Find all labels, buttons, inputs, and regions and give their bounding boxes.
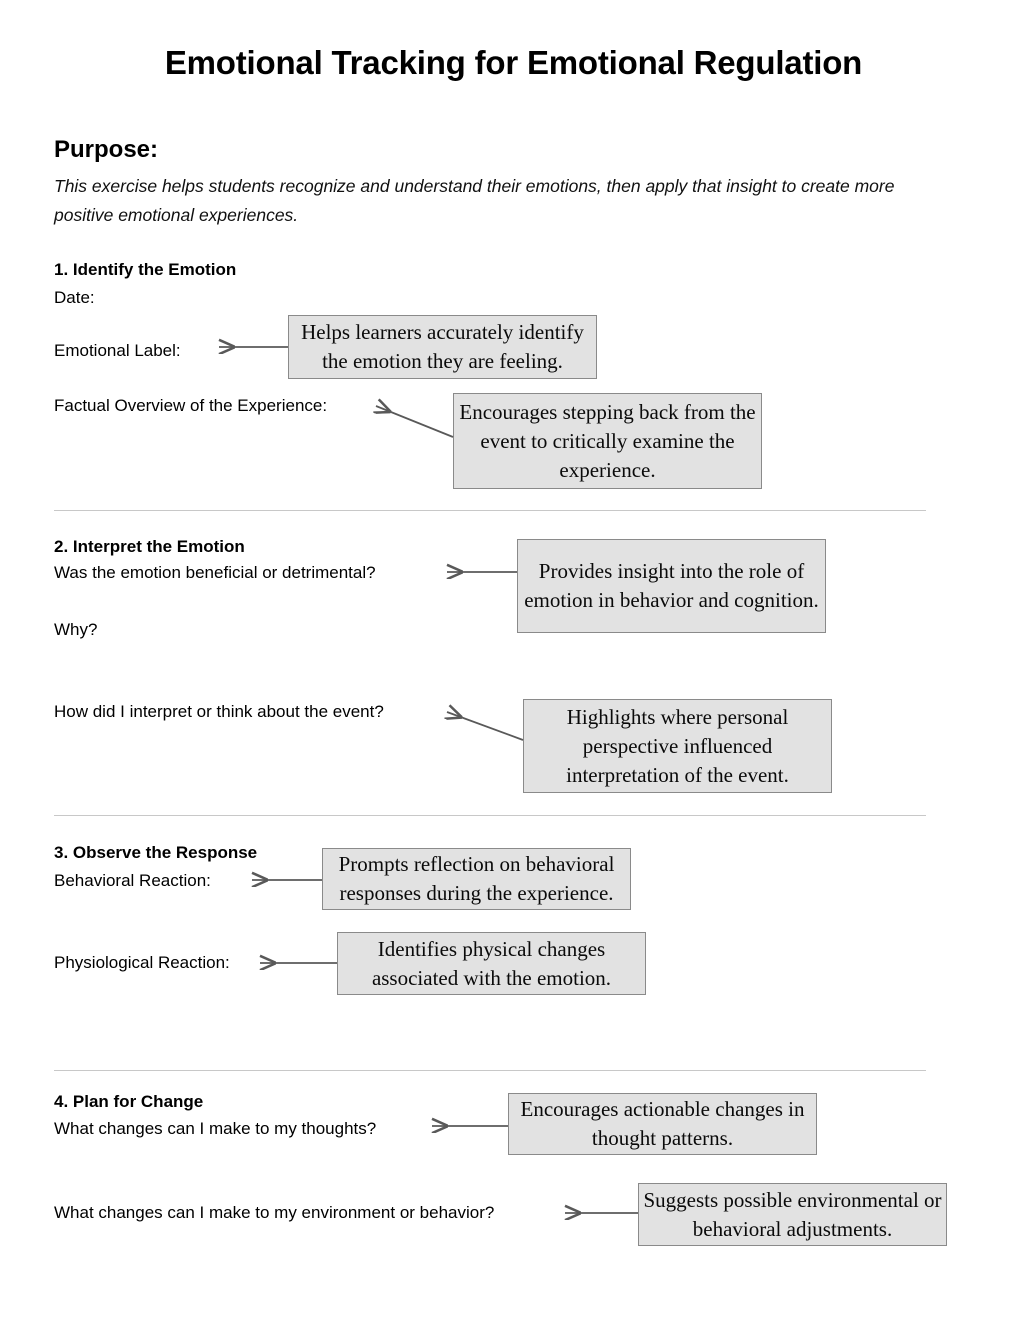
field-label-emotional-label: Emotional Label: bbox=[54, 341, 181, 360]
purpose-heading: Purpose: bbox=[54, 136, 159, 163]
field-label-why: Why? bbox=[54, 620, 98, 639]
section-heading-interpret-the-emotion: 2. Interpret the Emotion bbox=[54, 537, 245, 556]
field-label-physiological-reaction: Physiological Reaction: bbox=[54, 953, 230, 972]
section-heading-observe-the-response: 3. Observe the Response bbox=[54, 843, 258, 862]
callout-role-of-emotion: Provides insight into the role of emotio… bbox=[517, 539, 826, 633]
callout-text: Encourages stepping back from the event … bbox=[459, 399, 756, 482]
callout-personal-perspective: Highlights where personal perspective in… bbox=[523, 699, 832, 793]
section-heading-plan-for-change: 4. Plan for Change bbox=[54, 1092, 204, 1111]
section-divider-3 bbox=[54, 1070, 926, 1071]
callout-text: Suggests possible environmental or behav… bbox=[643, 1187, 942, 1241]
callout-actionable-changes: Encourages actionable changes in thought… bbox=[508, 1093, 817, 1155]
callout-behavioral-responses: Prompts reflection on behavioral respons… bbox=[322, 848, 631, 910]
section-heading-identify-the-emotion: 1. Identify the Emotion bbox=[54, 260, 237, 279]
section-divider-1 bbox=[54, 510, 926, 511]
field-label-date: Date: bbox=[54, 288, 95, 307]
field-label-changes-to-thoughts: What changes can I make to my thoughts? bbox=[54, 1119, 377, 1138]
arrow-to-factual-overview bbox=[376, 406, 454, 438]
callout-text: Encourages actionable changes in thought… bbox=[520, 1097, 805, 1150]
callout-text: Identifies physical changes associated w… bbox=[371, 936, 612, 990]
field-label-changes-to-environment: What changes can I make to my environmen… bbox=[54, 1203, 495, 1222]
callout-text: Highlights where personal perspective in… bbox=[566, 704, 789, 787]
field-label-beneficial-or-detrimental: Was the emotion beneficial or detrimenta… bbox=[54, 563, 376, 582]
field-label-factual-overview: Factual Overview of the Experience: bbox=[54, 396, 328, 415]
callout-environmental-adjustments: Suggests possible environmental or behav… bbox=[638, 1183, 947, 1246]
callout-identify-emotion-label: Helps learners accurately identify the e… bbox=[288, 315, 597, 379]
page-title: Emotional Tracking for Emotional Regulat… bbox=[164, 44, 863, 81]
callout-text: Provides insight into the role of emotio… bbox=[524, 559, 819, 612]
callout-factual-overview: Encourages stepping back from the event … bbox=[453, 393, 762, 489]
section-divider-2 bbox=[54, 815, 926, 816]
purpose-description: This exercise helps students recognize a… bbox=[54, 176, 895, 225]
callout-text: Helps learners accurately identify the e… bbox=[301, 320, 584, 373]
callout-physical-changes: Identifies physical changes associated w… bbox=[337, 932, 646, 995]
field-label-behavioral-reaction: Behavioral Reaction: bbox=[54, 871, 211, 890]
field-label-how-did-i-interpret: How did I interpret or think about the e… bbox=[54, 702, 384, 721]
arrow-to-how-did-i-interpret bbox=[447, 712, 524, 741]
callout-text: Prompts reflection on behavioral respons… bbox=[338, 852, 615, 905]
